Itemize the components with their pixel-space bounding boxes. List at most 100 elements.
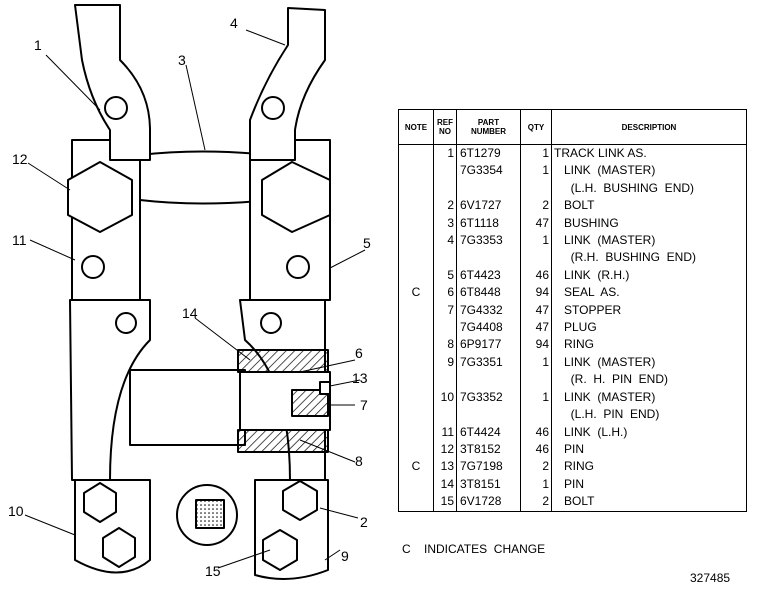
cell-note (398, 475, 434, 494)
bushing-section-lower (237, 429, 329, 453)
cell-part-number: 3T8151 (456, 475, 521, 494)
cell-ref-no: 8 (433, 336, 457, 354)
cell-part-number (456, 249, 521, 267)
right-bolt-head-b (262, 529, 298, 571)
cell-description: LINK (R.H.) (551, 266, 747, 285)
cell-note (398, 319, 434, 337)
callout-1: 1 (34, 37, 42, 53)
callout-8: 8 (355, 453, 363, 469)
upper-left-bolt-hole (104, 96, 128, 120)
cell-ref-no: 12 (433, 440, 457, 459)
cell-part-number: 7G3351 (456, 353, 521, 372)
cell-part-number: 7G4332 (456, 301, 521, 320)
header-note: NOTE (398, 109, 434, 145)
cell-ref-no: 13 (433, 458, 457, 476)
left-bolt-head-b (102, 527, 136, 568)
table-row: (R.H. BUSHING END) (398, 249, 747, 267)
cell-part-number: 6T1279 (456, 144, 521, 163)
cell-ref-no (433, 319, 457, 337)
cell-qty: 1 (520, 144, 552, 163)
cell-part-number: 6V1727 (456, 197, 521, 215)
cell-note (398, 493, 434, 512)
cell-description: LINK (MASTER) (551, 353, 747, 372)
right-bolt-head-a (282, 480, 318, 521)
plug (319, 381, 331, 395)
cell-part-number (456, 406, 521, 424)
cell-qty: 46 (520, 440, 552, 459)
cell-qty: 46 (520, 266, 552, 285)
cell-part-number: 6T8448 (456, 284, 521, 302)
right-master-link-top (249, 7, 326, 161)
left-hex-head-upper (67, 161, 133, 233)
cell-note (398, 353, 434, 372)
cell-qty (520, 406, 552, 424)
table-row: (L.H. BUSHING END) (398, 179, 747, 198)
left-master-link-top (74, 4, 151, 161)
cell-description: RING (551, 458, 747, 476)
cell-part-number: 6T4423 (456, 266, 521, 285)
lower-pin (129, 369, 246, 446)
callout-3: 3 (178, 52, 186, 68)
cell-part-number: 6T1118 (456, 214, 521, 233)
cell-ref-no: 7 (433, 301, 457, 320)
left-link-lower (69, 299, 151, 481)
left-lower-bolt-hole (115, 312, 137, 334)
cell-ref-no: 3 (433, 214, 457, 233)
cell-qty: 2 (520, 493, 552, 512)
cell-description: LINK (MASTER) (551, 162, 747, 180)
right-hex-head-upper (261, 161, 331, 233)
parts-list-table: NOTE REF NO PART NUMBER QTY DESCRIPTION … (398, 109, 747, 512)
upper-right-bolt-hole (261, 96, 285, 120)
cell-ref-no (433, 162, 457, 180)
table-row: (L.H. PIN END) (398, 406, 747, 424)
cell-qty (520, 249, 552, 267)
cell-part-number: 6T4424 (456, 423, 521, 441)
cell-note (398, 371, 434, 389)
cell-qty: 2 (520, 458, 552, 476)
cell-description: BOLT (551, 197, 747, 215)
cell-ref-no: 14 (433, 475, 457, 494)
cell-ref-no: 11 (433, 423, 457, 441)
cell-part-number: 7G4408 (456, 319, 521, 337)
callout-15: 15 (205, 563, 221, 579)
cell-note (398, 423, 434, 441)
callout-2: 2 (360, 514, 368, 530)
header-ref-no: REF NO (433, 109, 457, 145)
cell-description: LINK (L.H.) (551, 423, 747, 441)
cell-note: C (398, 458, 434, 476)
callout-14: 14 (182, 305, 198, 321)
cell-note (398, 179, 434, 198)
cell-description: BOLT (551, 493, 747, 512)
cell-qty: 94 (520, 336, 552, 354)
right-lower-bolt-hole (260, 312, 282, 334)
cell-ref-no (433, 371, 457, 389)
cell-ref-no: 10 (433, 388, 457, 407)
callout-10: 10 (8, 503, 24, 519)
cell-part-number: 7G3353 (456, 232, 521, 250)
header-description: DESCRIPTION (551, 109, 747, 145)
cell-note (398, 266, 434, 285)
cell-qty: 1 (520, 353, 552, 372)
cell-part-number (456, 371, 521, 389)
cell-description: LINK (MASTER) (551, 232, 747, 250)
callout-9: 9 (341, 548, 349, 564)
cell-ref-no (433, 406, 457, 424)
cell-part-number (456, 179, 521, 198)
cell-description: (L.H. PIN END) (551, 406, 747, 424)
cell-note (398, 232, 434, 250)
cell-part-number: 3T8152 (456, 440, 521, 459)
left-link-hole (81, 255, 105, 279)
right-link-hole (286, 255, 310, 279)
